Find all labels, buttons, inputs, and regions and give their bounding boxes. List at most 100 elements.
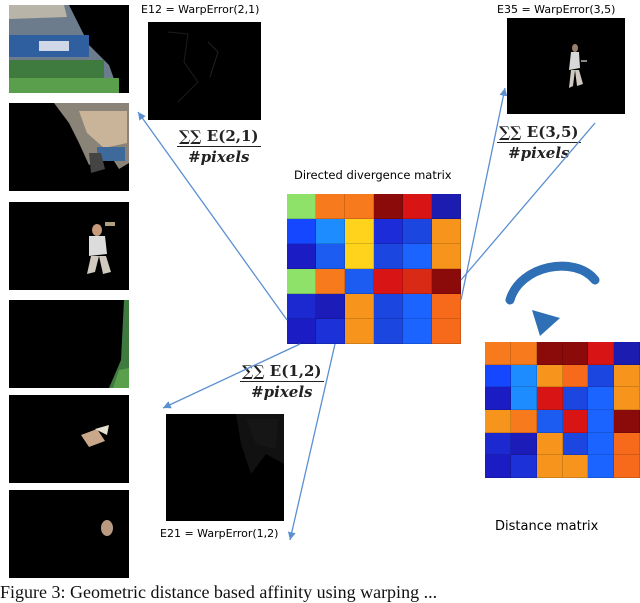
distance-matrix-cell-5-0 [485, 455, 511, 478]
directed-matrix-cell-0-1 [316, 194, 345, 219]
warp-error-image-e21 [166, 414, 284, 521]
directed-matrix-cell-1-1 [316, 219, 345, 244]
directed-matrix-cell-4-1 [316, 294, 345, 319]
formula-denominator: #pixels [508, 144, 570, 162]
warp-error-image-e35 [507, 18, 625, 114]
distance-matrix-cell-3-0 [485, 409, 511, 433]
directed-matrix-cell-3-1 [316, 269, 345, 294]
directed-matrix-cell-2-5 [432, 244, 461, 269]
distance-matrix-cell-3-3 [562, 409, 589, 433]
racket-segment-image [81, 425, 109, 447]
warp-error-texture [167, 31, 219, 103]
formula-denominator: #pixels [251, 383, 313, 401]
directed-matrix-cell-5-1 [316, 319, 345, 344]
curved-arrow-icon [505, 261, 600, 305]
crowd-segment-image [54, 103, 129, 173]
distance-matrix-cell-4-3 [562, 432, 589, 456]
arrow-to-e35 [460, 87, 508, 301]
formula-e35-sum: ∑∑ E(3,5) #pixels [497, 123, 581, 162]
directed-matrix-cell-3-3 [374, 269, 403, 294]
ball-segment-image [101, 520, 113, 536]
directed-matrix-cell-3-4 [403, 269, 432, 294]
directed-matrix-cell-3-5 [432, 269, 461, 294]
label-e21: E21 = WarpError(1,2) [160, 527, 279, 540]
directed-matrix-cell-0-5 [432, 194, 461, 219]
arrow-to-e12 [137, 111, 288, 321]
formula-e21-sum: ∑∑ E(2,1) #pixels [177, 127, 261, 166]
directed-divergence-matrix [287, 194, 461, 344]
frame-thumbnail-1 [9, 5, 129, 93]
distance-matrix-cell-1-2 [536, 364, 563, 388]
distance-matrix-cell-1-0 [485, 364, 511, 388]
directed-matrix-cell-1-2 [345, 219, 374, 244]
distance-matrix-cell-0-3 [562, 342, 589, 365]
figure-caption: Figure 3: Geometric distance based affin… [0, 582, 438, 602]
distance-matrix-cell-0-4 [588, 342, 615, 365]
distance-matrix-cell-5-1 [510, 455, 537, 478]
arrow-to-e35-frame [460, 122, 596, 281]
distance-matrix-cell-1-3 [562, 364, 589, 388]
warp-error-crowd-texture [236, 414, 284, 474]
curved-arrowhead-icon [532, 310, 560, 336]
directed-matrix-cell-1-5 [432, 219, 461, 244]
distance-matrix-cell-4-0 [485, 432, 511, 456]
distance-matrix-cell-4-1 [510, 432, 537, 456]
formula-numerator: ∑∑ E(2,1) [177, 127, 261, 147]
distance-matrix-cell-5-3 [562, 455, 589, 478]
directed-matrix-cell-4-2 [345, 294, 374, 319]
directed-matrix-cell-4-5 [432, 294, 461, 319]
directed-matrix-cell-5-3 [374, 319, 403, 344]
distance-matrix-cell-0-2 [536, 342, 563, 365]
directed-matrix-cell-0-4 [403, 194, 432, 219]
formula-e12-sum: ∑∑ E(1,2) #pixels [240, 362, 324, 401]
distance-matrix-cell-3-1 [510, 409, 537, 433]
directed-matrix-cell-3-2 [345, 269, 374, 294]
arrow-to-e21-bottom [287, 343, 336, 541]
directed-matrix-cell-2-3 [374, 244, 403, 269]
distance-matrix [485, 342, 640, 478]
distance-matrix-cell-2-2 [536, 387, 563, 410]
directed-matrix-title: Directed divergence matrix [294, 168, 452, 182]
directed-matrix-cell-5-2 [345, 319, 374, 344]
distance-matrix-cell-4-2 [536, 432, 563, 456]
directed-matrix-cell-4-0 [287, 294, 316, 319]
distance-matrix-cell-1-4 [588, 364, 615, 388]
directed-matrix-cell-5-5 [432, 319, 461, 344]
directed-matrix-cell-2-0 [287, 244, 316, 269]
directed-matrix-cell-0-0 [287, 194, 316, 219]
court-segment-image [109, 300, 129, 388]
directed-matrix-cell-4-3 [374, 294, 403, 319]
distance-matrix-cell-0-1 [510, 342, 537, 365]
frame-thumbnail-6 [9, 490, 129, 578]
warp-error-player-texture [569, 44, 587, 88]
frame-thumbnail-4 [9, 300, 129, 388]
directed-matrix-cell-1-3 [374, 219, 403, 244]
distance-matrix-cell-3-4 [588, 409, 615, 433]
distance-matrix-cell-0-0 [485, 342, 511, 365]
player-segment-image [87, 222, 115, 274]
directed-matrix-cell-0-2 [345, 194, 374, 219]
distance-matrix-cell-2-1 [510, 387, 537, 410]
label-e12: E12 = WarpError(2,1) [141, 3, 260, 16]
frame-thumbnail-2 [9, 103, 129, 191]
warp-error-image-e12 [148, 22, 261, 120]
directed-matrix-cell-1-4 [403, 219, 432, 244]
distance-matrix-cell-5-2 [536, 455, 563, 478]
directed-matrix-cell-2-4 [403, 244, 432, 269]
arrow-to-e21-left [162, 343, 301, 409]
distance-matrix-cell-2-4 [588, 387, 615, 410]
directed-matrix-cell-4-4 [403, 294, 432, 319]
label-e35: E35 = WarpError(3,5) [497, 3, 616, 16]
distance-matrix-title: Distance matrix [495, 519, 599, 534]
directed-matrix-cell-5-4 [403, 319, 432, 344]
frame-thumbnail-3 [9, 202, 129, 290]
directed-matrix-cell-5-0 [287, 319, 316, 344]
directed-matrix-cell-2-2 [345, 244, 374, 269]
distance-matrix-cell-1-1 [510, 364, 537, 388]
directed-matrix-cell-0-3 [374, 194, 403, 219]
formula-denominator: #pixels [188, 148, 250, 166]
directed-matrix-cell-2-1 [316, 244, 345, 269]
distance-matrix-cell-2-3 [562, 387, 589, 410]
directed-matrix-cell-3-0 [287, 269, 316, 294]
